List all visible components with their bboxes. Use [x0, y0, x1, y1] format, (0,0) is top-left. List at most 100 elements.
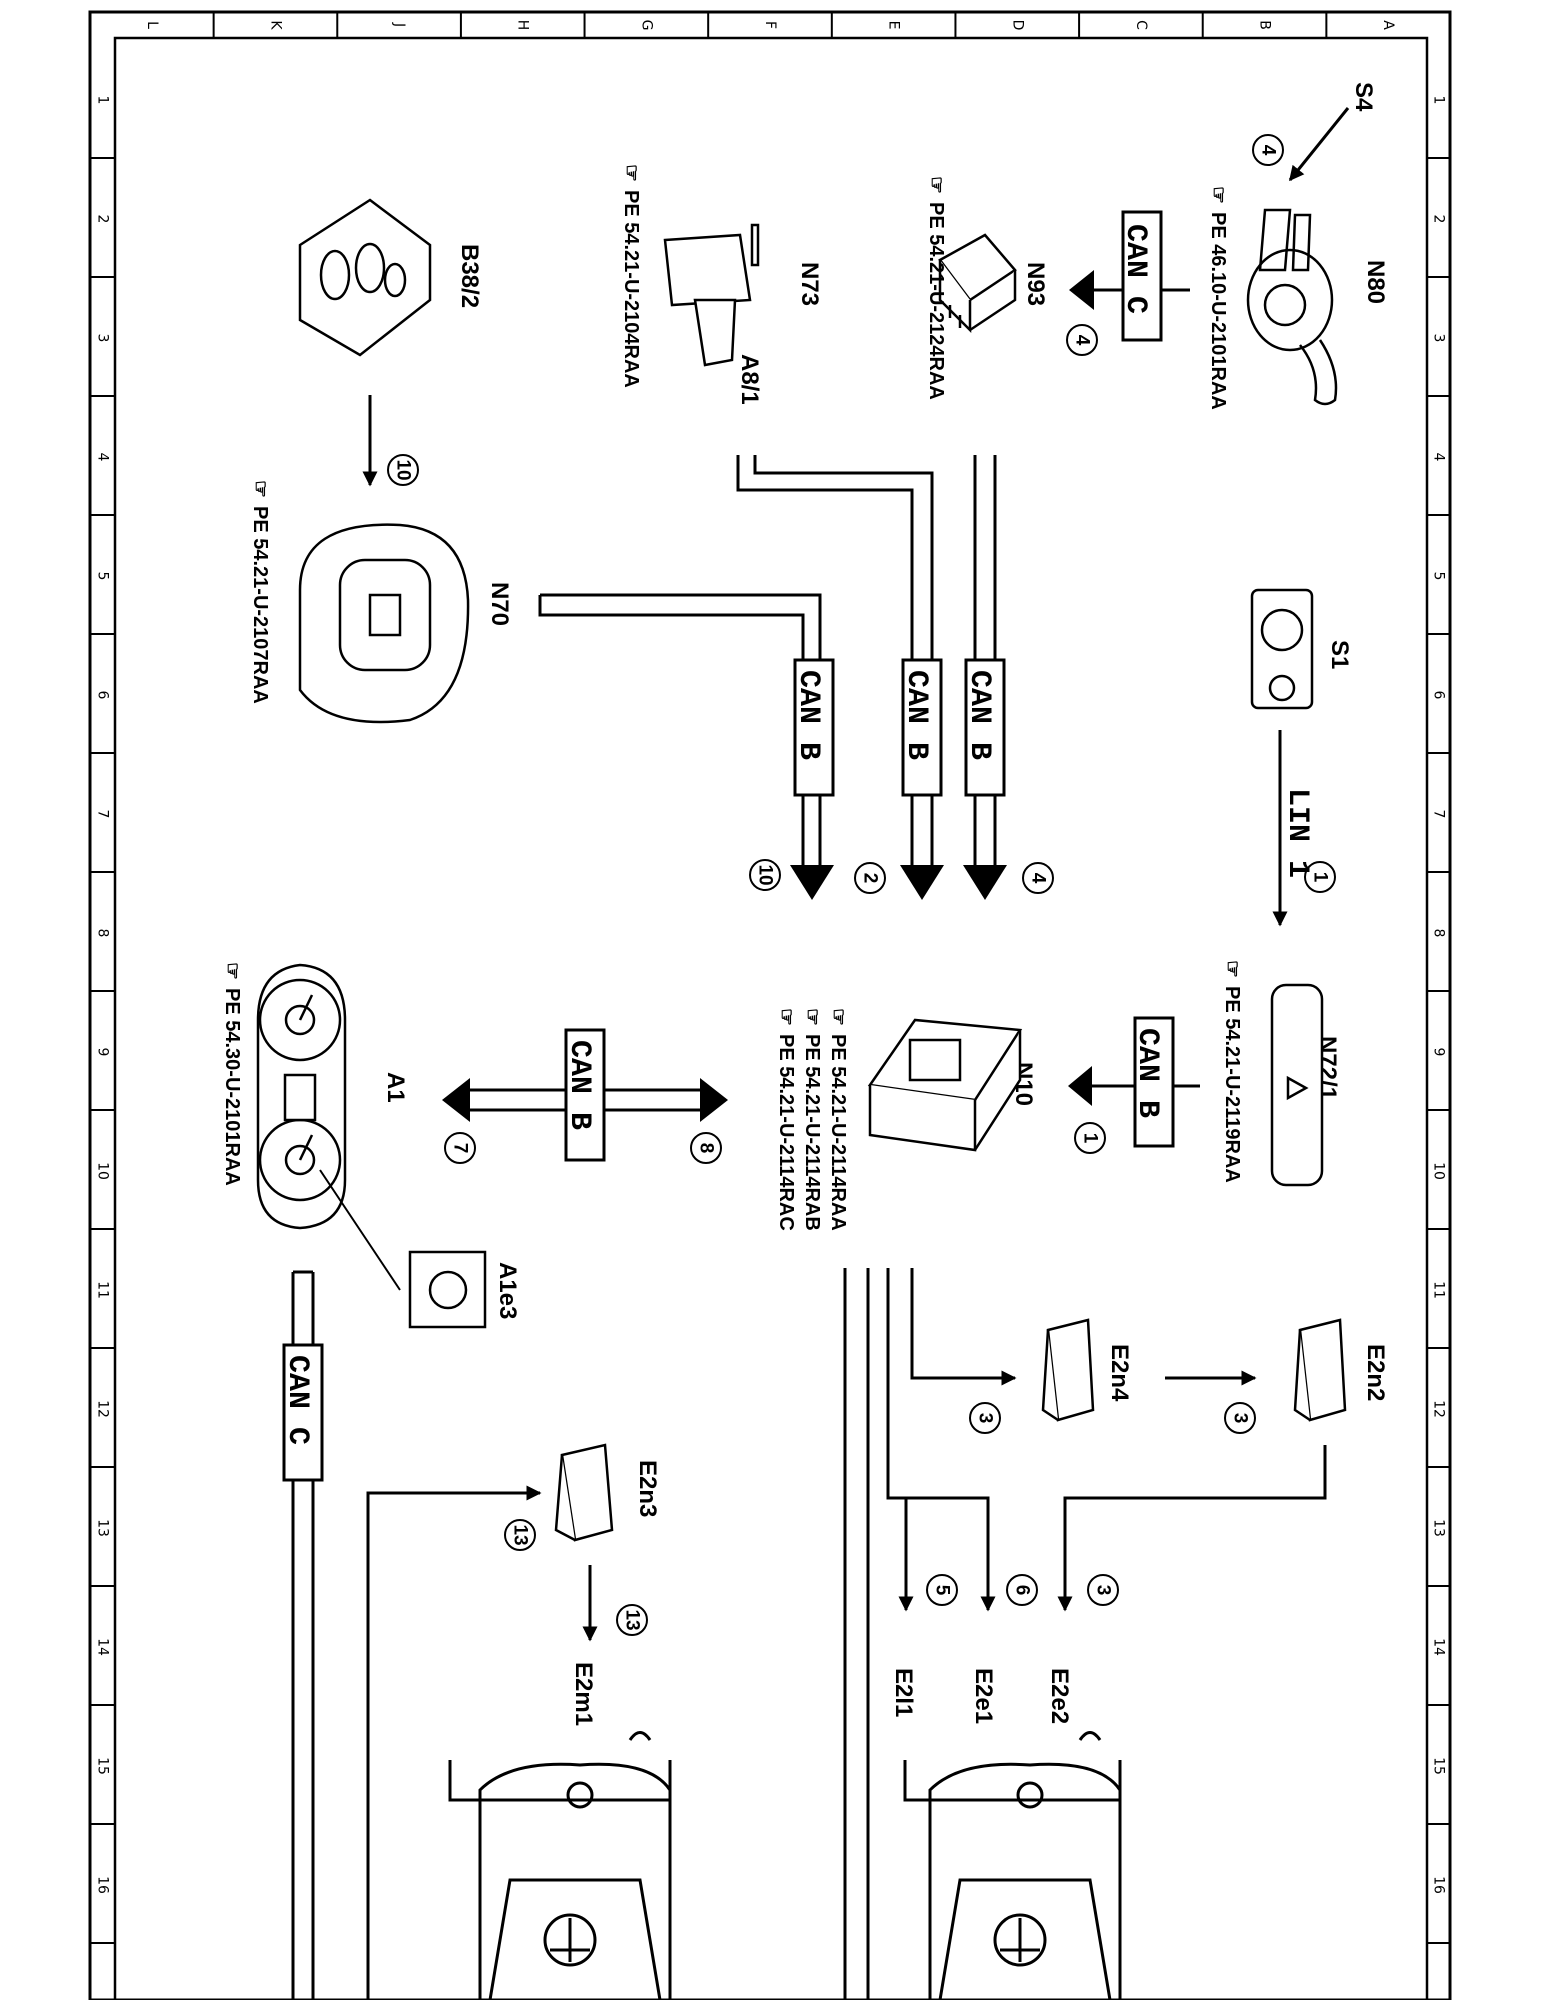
svg-text:☞: ☞ — [827, 1008, 849, 1026]
grid-column-label: B — [1257, 20, 1273, 30]
step-e2e1-6: 6 — [1006, 1574, 1038, 1606]
svg-text:PE 54.21-U-2107RAA: PE 54.21-U-2107RAA — [249, 506, 271, 704]
svg-text:PE 54.30-U-2101RAA: PE 54.30-U-2101RAA — [221, 988, 243, 1186]
grid-row-label: 2 — [95, 215, 111, 224]
svg-text:☞: ☞ — [249, 480, 271, 498]
grid-row-label: 8 — [1431, 929, 1447, 938]
step-canb-4: 4 — [1022, 862, 1054, 894]
label-e2e2: E2e2 — [1046, 1668, 1073, 1724]
svg-text:13: 13 — [510, 1524, 531, 1545]
headlamp-module-e2n3-icon — [554, 1443, 614, 1542]
label-a1e3: A1e3 — [494, 1262, 521, 1319]
grid-column-label: F — [762, 21, 778, 29]
ref-n72-1: ☞ PE 54.21-U-2119RAA — [1221, 960, 1243, 1183]
svg-text:PE 54.21-U-2104RAA: PE 54.21-U-2104RAA — [620, 190, 642, 388]
n10-output-lines — [843, 1268, 1327, 2000]
grid-column-label: G — [638, 20, 654, 31]
svg-text:3: 3 — [1093, 1585, 1114, 1596]
ref-n80: ☞ PE 46.10-U-2101RAA — [1207, 186, 1229, 410]
step-e2e2-3: 3 — [1087, 1574, 1119, 1606]
grid-column-label: E — [886, 21, 902, 30]
grid-row-label: 3 — [95, 334, 111, 343]
label-a1: A1 — [382, 1072, 409, 1103]
svg-text:☞: ☞ — [925, 176, 947, 194]
svg-text:LIN 1: LIN 1 — [1280, 788, 1314, 878]
grid-row-label: 15 — [95, 1757, 111, 1775]
grid-row-label: 4 — [95, 453, 111, 462]
grid-row-label: 4 — [1431, 453, 1447, 462]
grid-row-label: 14 — [1431, 1638, 1447, 1656]
grid-row-label: 2 — [1431, 215, 1447, 224]
svg-text:☞: ☞ — [1221, 960, 1243, 978]
svg-text:10: 10 — [393, 459, 414, 480]
svg-text:☞: ☞ — [1207, 186, 1229, 204]
grid-row-label: 1 — [1431, 96, 1447, 105]
label-b38-2: B38/2 — [456, 244, 483, 308]
svg-text:8: 8 — [696, 1143, 717, 1154]
can-b-link-n72-n10: CAN B — [1068, 1016, 1200, 1148]
svg-text:7: 7 — [450, 1143, 471, 1154]
label-e2n2: E2n2 — [1362, 1344, 1389, 1401]
svg-text:4: 4 — [1028, 873, 1049, 884]
svg-text:3: 3 — [975, 1413, 996, 1424]
grid-column-label: H — [515, 20, 531, 31]
label-n93: N93 — [1022, 262, 1049, 306]
step-e2n3-13a: 13 — [504, 1519, 536, 1551]
overhead-control-panel-icon — [298, 523, 470, 724]
svg-text:PE 54.21-U-2114RAB: PE 54.21-U-2114RAB — [801, 1034, 823, 1231]
svg-text:3: 3 — [1230, 1413, 1251, 1424]
svg-text:13: 13 — [622, 1609, 643, 1630]
vehicle-front-view-icon — [903, 1731, 1122, 2000]
can-b-box-2: CAN B — [899, 658, 943, 797]
headlamp-module-e2n2-icon — [1293, 1318, 1347, 1422]
grid-row-label: 9 — [1431, 1048, 1447, 1057]
grid-row-label: 5 — [95, 572, 111, 581]
svg-text:☞: ☞ — [620, 164, 642, 182]
label-s1: S1 — [1326, 640, 1353, 669]
svg-text:PE 46.10-U-2101RAA: PE 46.10-U-2101RAA — [1207, 212, 1229, 410]
label-n73: N73 — [796, 262, 823, 306]
grid-row-label: 14 — [95, 1638, 111, 1656]
label-s4: S4 — [1350, 82, 1377, 112]
svg-text:CAN B: CAN B — [899, 670, 933, 760]
grid-column-label: K — [267, 20, 283, 30]
grid-row-label: 12 — [95, 1400, 111, 1418]
svg-text:2: 2 — [860, 873, 881, 884]
svg-text:CAN C: CAN C — [1118, 224, 1152, 314]
svg-text:PE 54.21-U-2119RAA: PE 54.21-U-2119RAA — [1221, 986, 1243, 1183]
svg-text:PE 54.21-U-2114RAA: PE 54.21-U-2114RAA — [827, 1034, 849, 1231]
svg-text:1: 1 — [1080, 1133, 1101, 1144]
label-e2m1: E2m1 — [570, 1662, 597, 1726]
ref-a1: ☞ PE 54.30-U-2101RAA — [221, 962, 243, 1186]
label-e2e1: E2e1 — [970, 1668, 997, 1724]
svg-text:☞: ☞ — [221, 962, 243, 980]
grid-row-label: 3 — [1431, 334, 1447, 343]
svg-text:PE 54.21-U-2114RAC: PE 54.21-U-2114RAC — [775, 1034, 797, 1231]
step-canb-10: 10 — [749, 859, 781, 891]
steering-column-switch-icon — [1246, 208, 1338, 406]
grid-row-label: 7 — [1431, 810, 1447, 819]
step-lin1: 1 — [1304, 861, 1336, 893]
step-e2n4-3: 3 — [969, 1402, 1001, 1434]
step-a1-7: 7 — [444, 1132, 476, 1164]
s4-arrow — [1288, 107, 1350, 182]
label-n70: N70 — [486, 582, 513, 626]
step-n10: 1 — [1074, 1122, 1106, 1154]
grid-column-label: L — [144, 21, 160, 29]
grid-row-label: 16 — [1431, 1876, 1447, 1894]
svg-text:6: 6 — [1012, 1585, 1033, 1596]
grid-row-label: 13 — [1431, 1519, 1447, 1537]
vehicle-front-view-2-icon — [448, 1731, 672, 2000]
step-canb-2: 2 — [854, 862, 886, 894]
grid-row-label: 10 — [1431, 1162, 1447, 1180]
grid-column-label: D — [1009, 20, 1025, 31]
control-unit-n93-icon — [938, 233, 1017, 334]
switch-panel-n72-icon — [1270, 983, 1324, 1187]
ref-n73: ☞ PE 54.21-U-2104RAA — [620, 164, 642, 388]
step-e2n3-13b: 13 — [616, 1604, 648, 1636]
svg-text:1: 1 — [1310, 872, 1331, 883]
label-e2n3: E2n3 — [634, 1460, 661, 1517]
svg-text:4: 4 — [1258, 145, 1279, 156]
label-e2l1: E2l1 — [890, 1668, 917, 1717]
